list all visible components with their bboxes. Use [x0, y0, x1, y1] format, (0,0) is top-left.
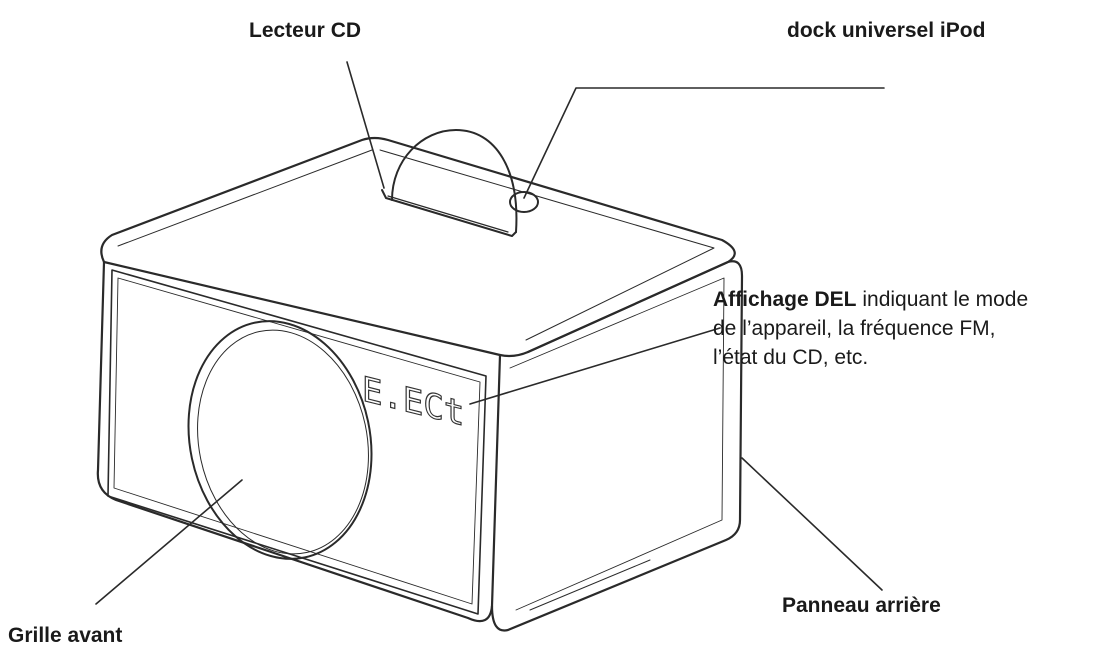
side-face [490, 260, 744, 632]
side-bottom-highlight [529, 559, 651, 611]
leader-lines [95, 61, 885, 605]
device-body [96, 136, 744, 632]
leader-rear [741, 457, 883, 591]
label-cd-player: Lecteur CD [249, 19, 362, 42]
front-face [96, 260, 502, 623]
label-led-display-line2: de l’appareil, la fréquence FM, [713, 317, 996, 340]
leader-del [469, 327, 721, 405]
ipod-dock-port [509, 191, 539, 213]
led-display-readout: E.ECt [362, 370, 464, 435]
label-led-display-title: Affichage DEL [713, 288, 857, 311]
top-face [100, 136, 736, 358]
leader-grille [95, 479, 243, 605]
top-face-inner-edge [117, 149, 715, 341]
cd-slot-opening [381, 189, 517, 237]
front-panel-inset-inner [113, 277, 481, 605]
label-front-grille: Grille avant [8, 624, 123, 647]
cd-disc [391, 129, 518, 233]
front-panel-inset [107, 269, 487, 615]
cd-slot-opening-inner [387, 195, 509, 233]
front-grille-speaker [187, 320, 373, 560]
label-ipod-dock: dock universel iPod [787, 19, 986, 42]
label-led-display-line1: Affichage DEL indiquant le mode [713, 285, 1028, 314]
leader-dock [523, 87, 885, 199]
leader-cd [346, 61, 385, 189]
side-face-inner-edge [509, 277, 725, 611]
label-led-display-line3: l’état du CD, etc. [713, 346, 869, 369]
label-rear-panel: Panneau arrière [782, 594, 941, 617]
label-led-display: Affichage DEL indiquant le mode de l’app… [713, 285, 1028, 372]
cd-slot [381, 129, 518, 237]
label-led-display-line1-rest: indiquant le mode [856, 288, 1029, 311]
